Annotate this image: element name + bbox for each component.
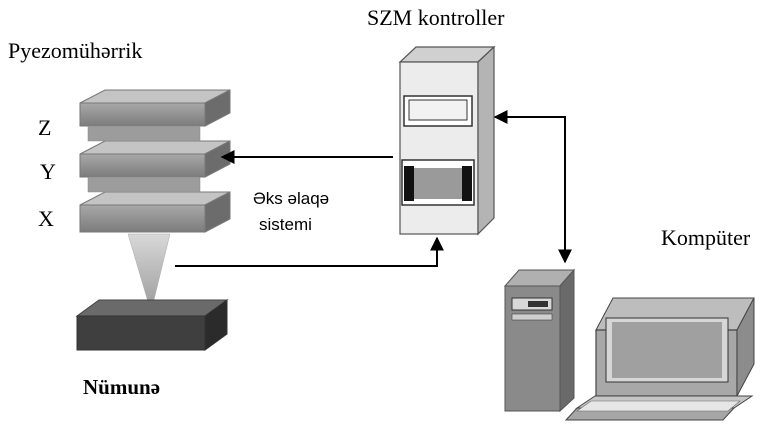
feedback-label-line2: sistemi — [259, 215, 312, 234]
signal-arrow — [175, 236, 444, 267]
piezo-slab-x — [79, 191, 231, 233]
sample-label: Nümunə — [83, 375, 161, 399]
axis-label-x: X — [38, 206, 54, 231]
controller-label: SZM kontroller — [367, 5, 505, 30]
piezo-slab-z — [79, 89, 231, 127]
laptop-icon — [564, 297, 755, 421]
controller-cabinet-icon — [398, 45, 496, 236]
axis-label-y: Y — [40, 159, 56, 184]
probe-tip — [127, 233, 171, 313]
feedback-label-line1: Əks əlaqə — [253, 189, 330, 208]
computer-link-arrow — [493, 110, 572, 264]
sample-block — [75, 299, 229, 351]
computer-label: Kompüter — [661, 225, 751, 250]
axis-label-z: Z — [38, 115, 52, 140]
piezo-stack — [79, 89, 231, 233]
piezo-slab-y — [79, 140, 231, 178]
pc-tower-icon — [503, 268, 576, 413]
piezo-label: Pyezomühərrik — [8, 38, 143, 63]
